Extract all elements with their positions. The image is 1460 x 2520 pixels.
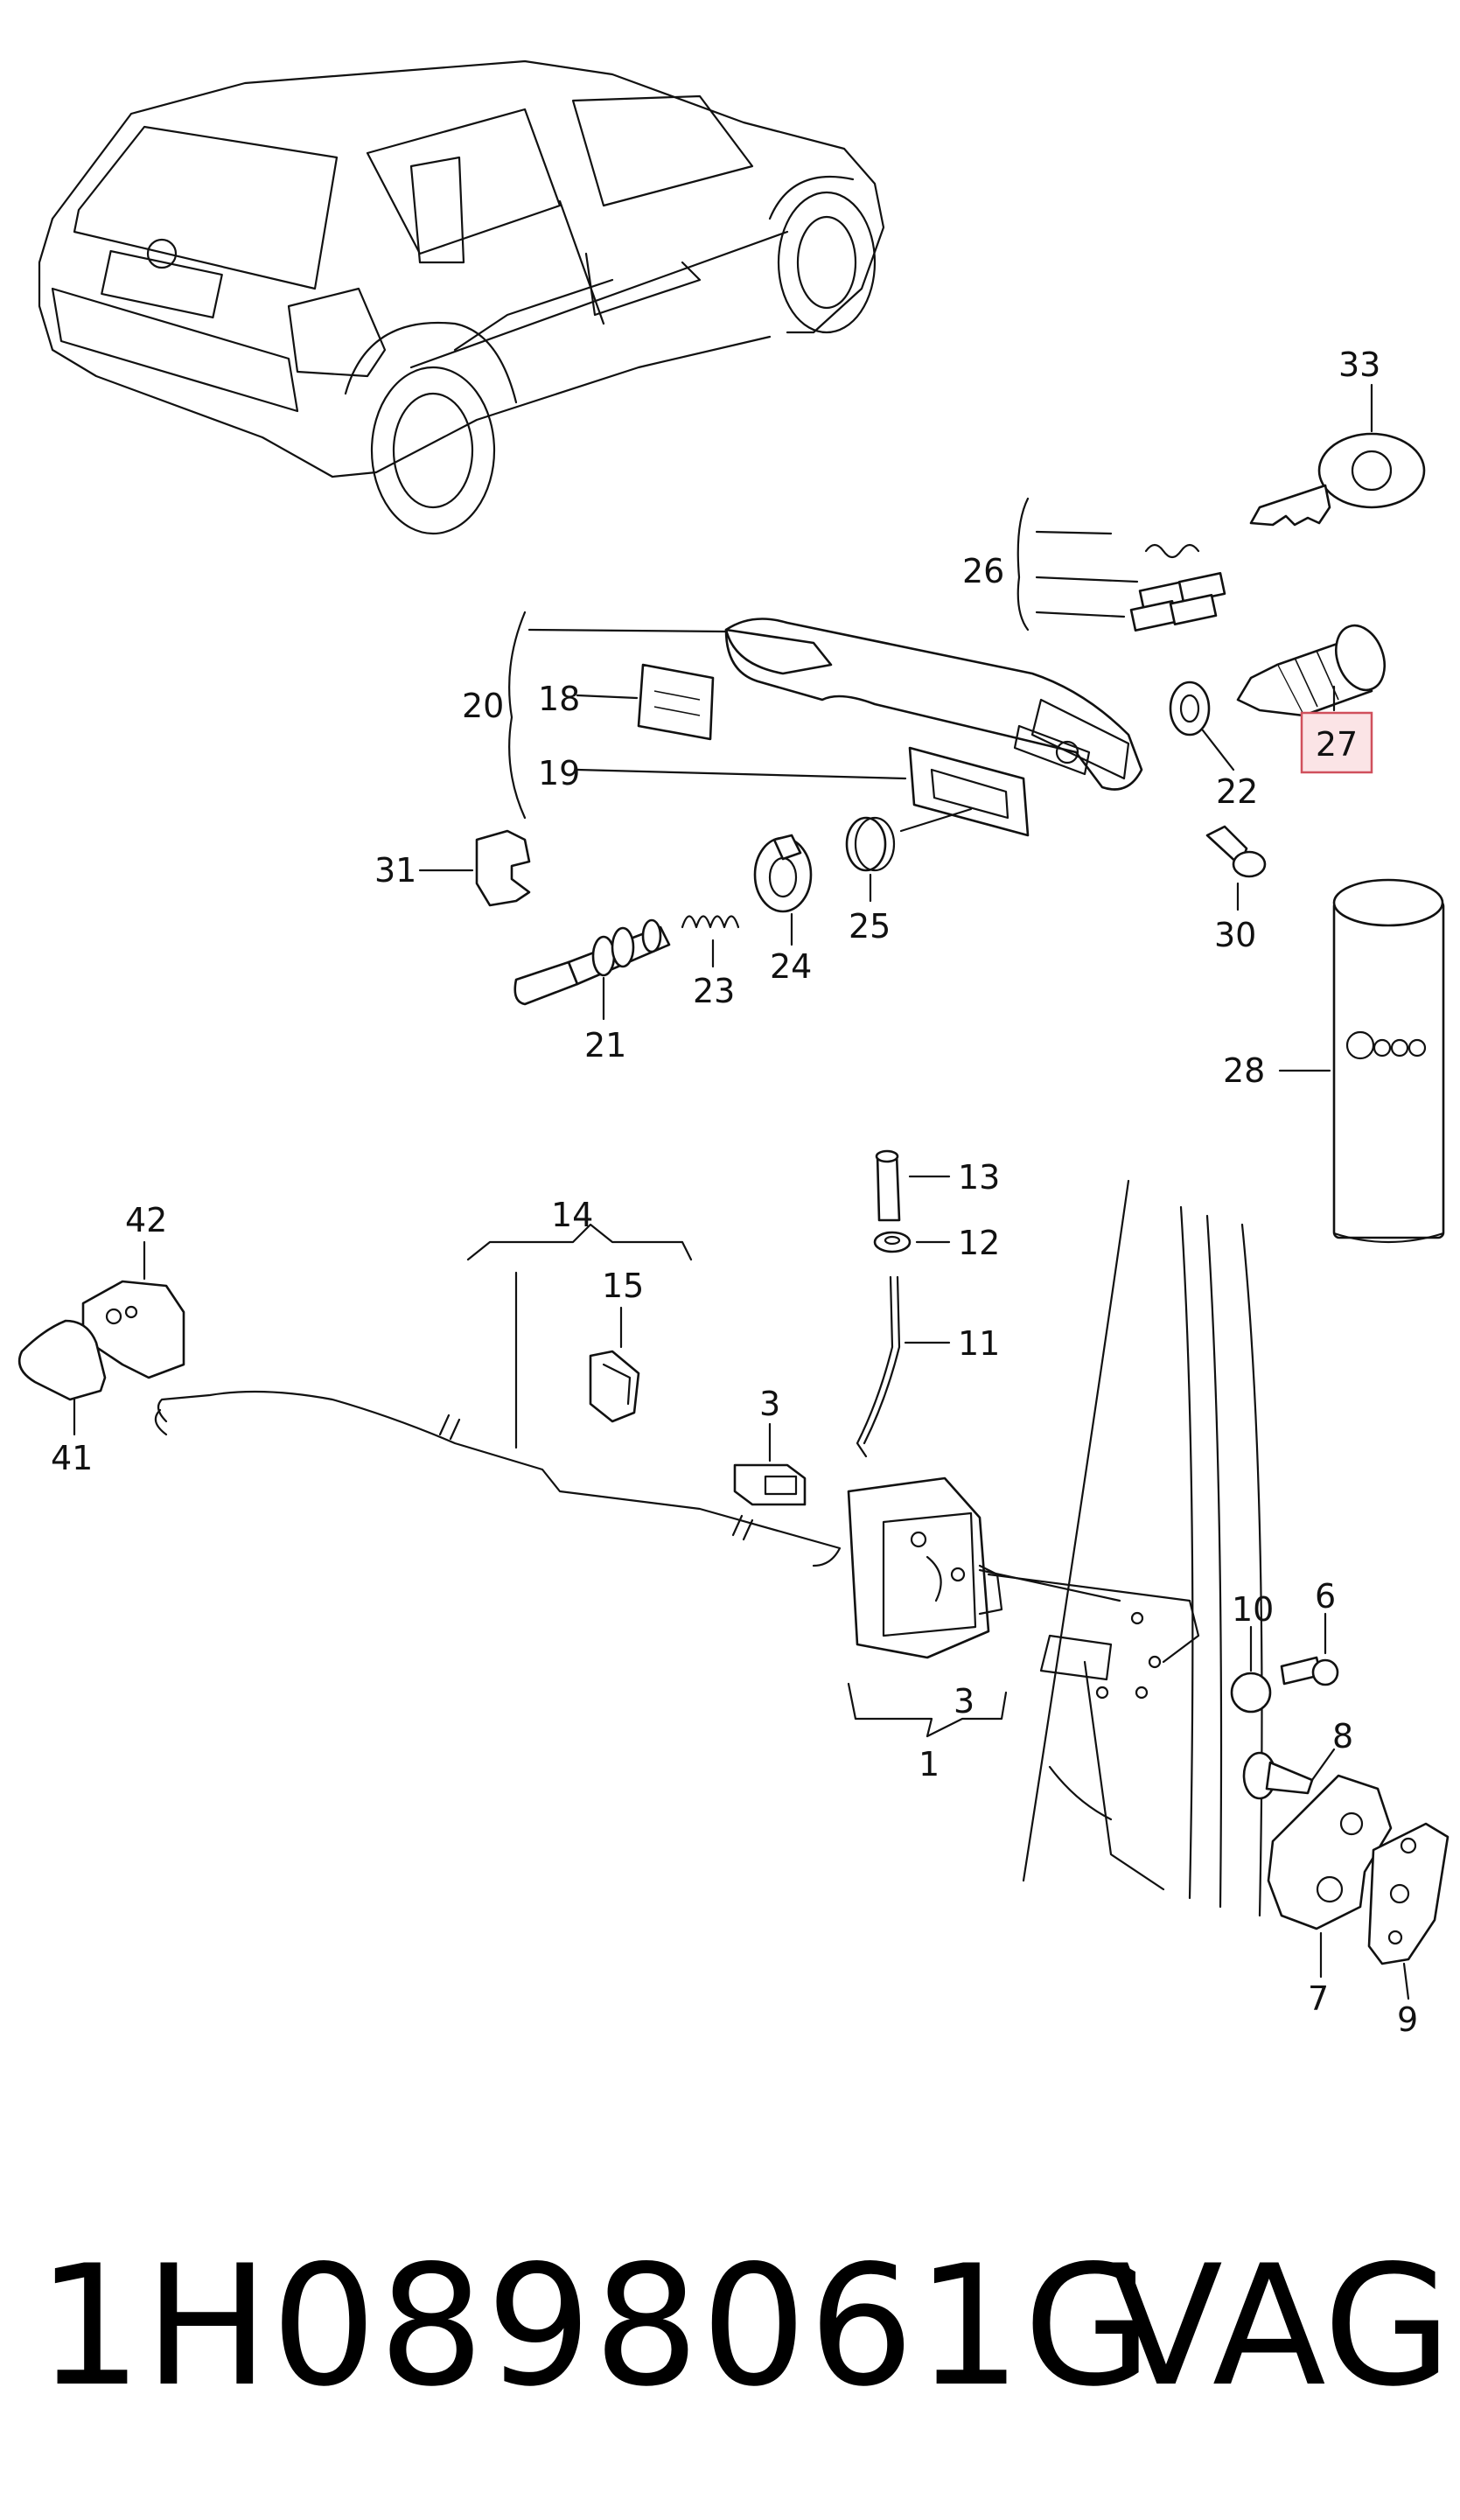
callout-24: 24 — [770, 947, 812, 986]
callout-42: 42 — [125, 1201, 167, 1239]
washer-12 — [873, 1231, 951, 1253]
washer-22 — [1169, 681, 1235, 771]
callout-6: 6 — [1315, 1577, 1336, 1616]
bolt-8 — [1242, 1748, 1336, 1800]
lock-cylinder-27 — [1236, 624, 1386, 717]
lever-24 — [753, 834, 813, 946]
callout-12: 12 — [958, 1224, 1000, 1262]
screw-6 — [1280, 1612, 1339, 1686]
clip-15 — [589, 1306, 640, 1423]
gasket-19 — [576, 746, 1030, 837]
spring-25 — [845, 807, 973, 903]
callout-15: 15 — [602, 1267, 644, 1305]
callout-23: 23 — [693, 972, 735, 1010]
callout-25: 25 — [849, 907, 891, 946]
callout-21: 21 — [584, 1026, 626, 1065]
spray-can-28 — [1278, 878, 1445, 1244]
callout-19: 19 — [538, 754, 580, 792]
callout-labels: 33 26 20 18 19 22 31 30 21 23 24 25 28 1… — [51, 346, 1418, 2039]
bolt-13 — [875, 1149, 951, 1222]
cap-10 — [1230, 1625, 1272, 1714]
callout-13: 13 — [958, 1158, 1000, 1197]
callout-28: 28 — [1223, 1051, 1265, 1090]
callout-30: 30 — [1214, 916, 1256, 954]
callout-1: 1 — [919, 1745, 940, 1784]
brand-text: VAG — [1109, 2230, 1452, 2423]
pushrod-21 — [513, 918, 671, 1021]
callout-8: 8 — [1332, 1717, 1353, 1756]
callout-20: 20 — [462, 687, 504, 725]
highlight-box-27 — [1300, 711, 1373, 774]
callout-18: 18 — [538, 680, 580, 718]
cable-14 — [154, 1223, 842, 1567]
connector-3 — [733, 1422, 807, 1506]
callout-3: 3 — [759, 1385, 780, 1423]
tumbler-parts-26 — [1016, 497, 1226, 632]
callout-26: 26 — [962, 552, 1004, 590]
callout-22: 22 — [1216, 772, 1258, 811]
car-illustration — [38, 59, 885, 535]
callout-10: 10 — [1232, 1590, 1274, 1629]
key-33 — [1249, 383, 1426, 527]
callout-7: 7 — [1308, 1979, 1329, 2018]
callout-31: 31 — [374, 851, 416, 890]
bracket-41 — [17, 1319, 107, 1436]
callout-3-lock: 3 — [954, 1682, 974, 1721]
door-handle-20 — [508, 611, 1143, 820]
screw-30 — [1205, 825, 1267, 911]
callout-33: 33 — [1338, 346, 1380, 384]
plate-9 — [1367, 1822, 1450, 2000]
callout-27: 27 — [1316, 725, 1358, 764]
rod-11 — [856, 1275, 951, 1458]
door-frame — [987, 1179, 1263, 1917]
callout-11: 11 — [958, 1324, 1000, 1363]
spring-23 — [681, 915, 740, 968]
callout-9: 9 — [1397, 2000, 1418, 2039]
gasket-18 — [576, 663, 715, 741]
door-lock-1 — [847, 1476, 1121, 1738]
striker-7 — [1267, 1774, 1393, 1979]
callout-41: 41 — [51, 1439, 93, 1477]
part-number-text: 1H0898061G — [37, 2230, 1155, 2423]
clip-31 — [418, 829, 531, 907]
callout-14: 14 — [551, 1196, 593, 1234]
